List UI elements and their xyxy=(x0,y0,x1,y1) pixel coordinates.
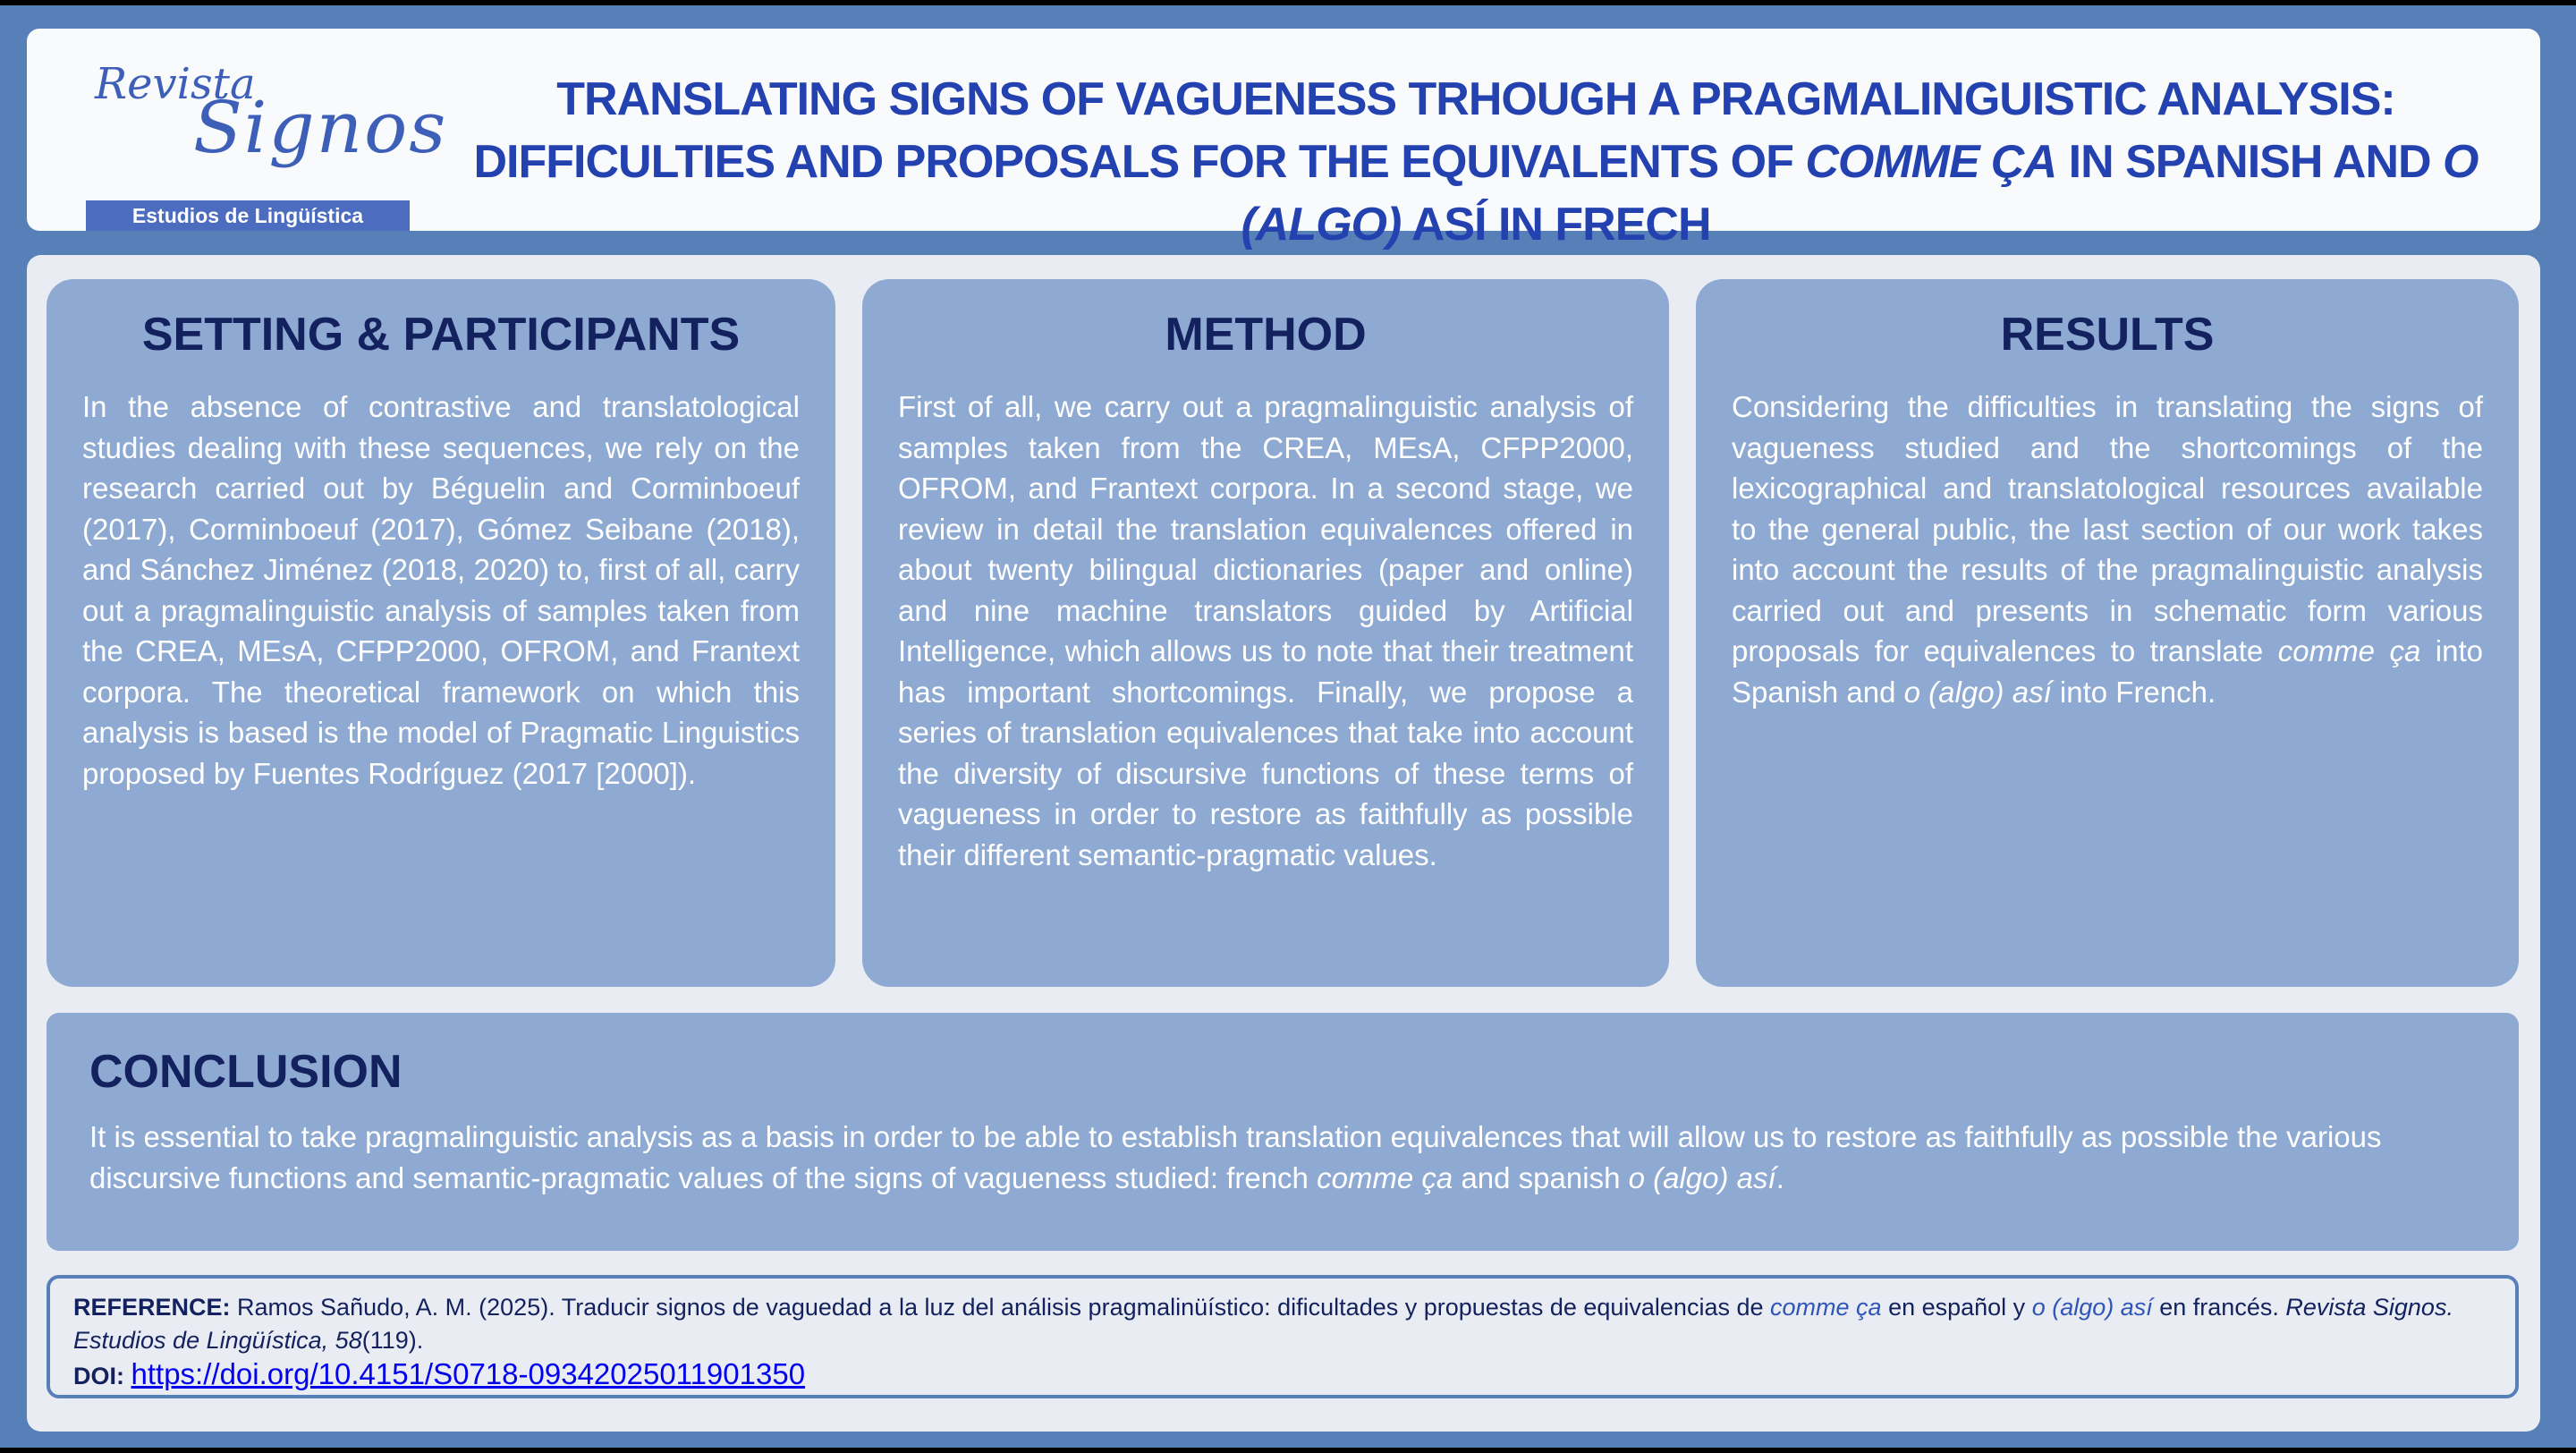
reference-citation: REFERENCE: Ramos Sañudo, A. M. (2025). T… xyxy=(73,1291,2492,1357)
logo-signos: Signos xyxy=(193,86,448,169)
doi-link[interactable]: https://doi.org/10.4151/S0718-0934202501… xyxy=(131,1357,806,1390)
results-card: RESULTS Considering the difficulties in … xyxy=(1696,279,2519,987)
setting-text: In the absence of contrastive and transl… xyxy=(82,390,800,790)
poster-title: TRANSLATING SIGNS OF VAGUENESS TRHOUGH A… xyxy=(420,68,2531,256)
conclusion-heading: CONCLUSION xyxy=(89,1046,402,1098)
journal-name: Revista Signos. Estudios de Lingüística,… xyxy=(73,1294,2453,1354)
setting-heading: SETTING & PARTICIPANTS xyxy=(141,309,741,361)
text: Ramos Sañudo, A. M. (2025). Traducir sig… xyxy=(230,1294,1771,1321)
revista-signos-logo: Revista Signos Estudios de Lingüística xyxy=(59,59,445,231)
text: en español y xyxy=(1881,1294,2032,1321)
text: It is essential to take pragmalinguistic… xyxy=(89,1120,2382,1194)
text: and spanish xyxy=(1453,1161,1629,1194)
bottom-border xyxy=(0,1448,2576,1453)
conclusion-text: It is essential to take pragmalinguistic… xyxy=(89,1117,2476,1199)
reference-box: REFERENCE: Ramos Sañudo, A. M. (2025). T… xyxy=(47,1275,2519,1398)
reference-label: REFERENCE: xyxy=(73,1294,231,1321)
issue: (119). xyxy=(361,1327,424,1354)
doi-label: DOI: xyxy=(73,1363,124,1389)
setting-card: SETTING & PARTICIPANTS In the absence of… xyxy=(47,279,835,987)
doi-line: DOI: https://doi.org/10.4151/S0718-09342… xyxy=(73,1357,2492,1393)
text: . xyxy=(1775,1161,1784,1194)
title-italic: COMME ÇA xyxy=(1805,136,2057,188)
text: into Spanish and xyxy=(1732,634,2483,709)
top-border xyxy=(0,0,2576,5)
title-text: ASÍ IN FRECH xyxy=(1401,199,1712,251)
results-heading: RESULTS xyxy=(2000,309,2215,361)
italic-term: o (algo) así xyxy=(2031,1294,2153,1321)
title-text: TRANSLATING SIGNS OF VAGUENESS TRHOUGH A… xyxy=(473,73,2395,188)
method-card: METHOD First of all, we carry out a prag… xyxy=(862,279,1669,987)
logo-subtitle: Estudios de Lingüística xyxy=(86,200,410,231)
poster-header: Revista Signos Estudios de Lingüística T… xyxy=(27,29,2540,251)
italic-term: comme ça xyxy=(2277,634,2421,667)
italic-term: comme ça xyxy=(1317,1161,1453,1194)
method-text: First of all, we carry out a pragmalingu… xyxy=(898,390,1633,871)
text: en francés. xyxy=(2152,1294,2286,1321)
results-text: Considering the difficulties in translat… xyxy=(1732,387,2483,712)
title-text: IN SPANISH AND xyxy=(2056,136,2444,188)
italic-term: comme ça xyxy=(1770,1294,1882,1321)
italic-term: o (algo) así xyxy=(1903,675,2052,709)
logo-revista: Revista xyxy=(95,59,256,109)
title-italic: O (ALGO) xyxy=(1241,136,2479,251)
text: Considering the difficulties in translat… xyxy=(1732,390,2483,667)
italic-term: o (algo) así xyxy=(1628,1161,1776,1194)
conclusion-card: CONCLUSION It is essential to take pragm… xyxy=(47,1013,2519,1251)
text: into French. xyxy=(2051,675,2216,709)
method-heading: METHOD xyxy=(1165,309,1367,361)
